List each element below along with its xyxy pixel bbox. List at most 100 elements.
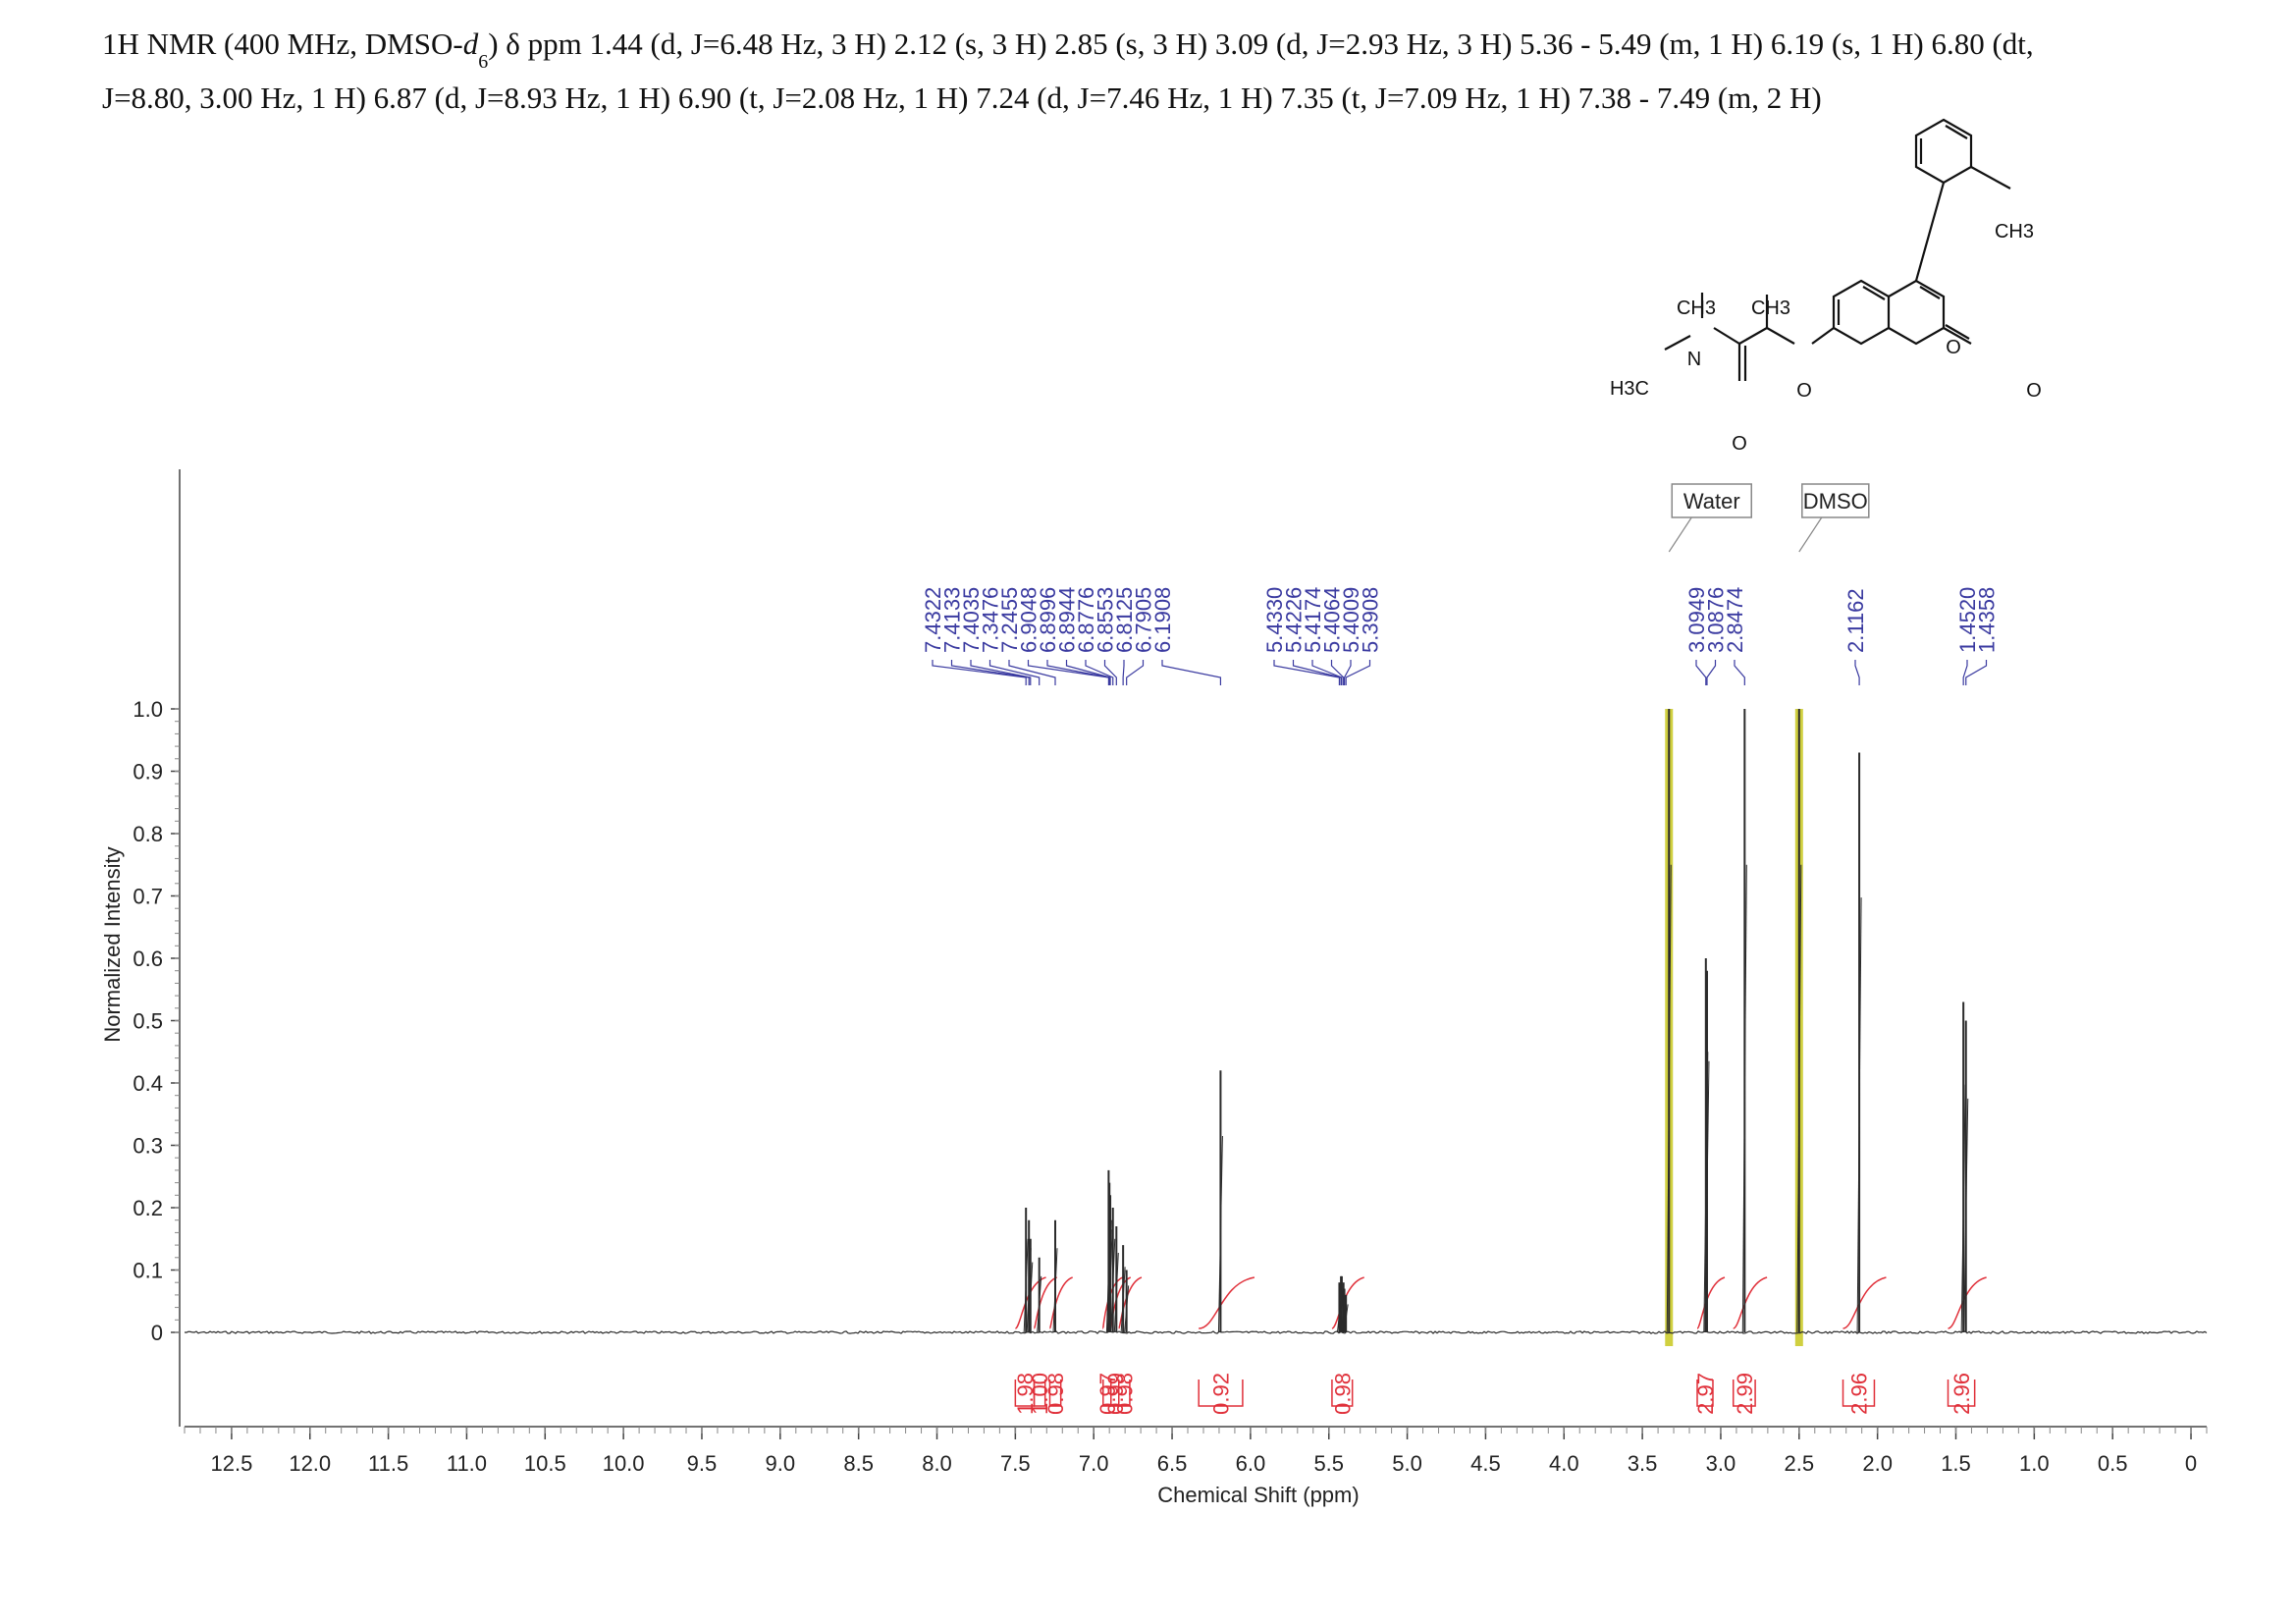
peak-label: 6.8944: [1055, 587, 1080, 653]
peak-shoulder: [1666, 864, 1672, 1333]
peak-leader: [1706, 660, 1717, 685]
x-tick-label: 1.5: [1941, 1451, 1971, 1476]
x-tick-label: 10.5: [524, 1451, 566, 1476]
peak-label: 7.4133: [940, 587, 965, 653]
x-tick-label: 2.5: [1785, 1451, 1815, 1476]
peak-shoulder: [1343, 1304, 1349, 1333]
spectrum-trace: [184, 709, 2208, 1346]
y-tick-label: 0.3: [133, 1134, 163, 1159]
tolyl-ring: [1914, 118, 1973, 185]
integral-label: 2.97: [1693, 1373, 1718, 1415]
peak-label: 7.3476: [979, 587, 1003, 653]
x-tick-label: 8.0: [922, 1451, 952, 1476]
y-tick-label: 0.4: [133, 1071, 163, 1096]
peak-leader: [1126, 660, 1145, 685]
y-tick-label: 0.2: [133, 1196, 163, 1220]
peak-label: 3.0949: [1684, 587, 1709, 653]
peak-leader: [1695, 660, 1707, 685]
x-tick-label: 12.0: [289, 1451, 331, 1476]
integral-curve: [1199, 1276, 1255, 1329]
x-tick-label: 7.0: [1079, 1451, 1109, 1476]
peak-label: 7.2455: [997, 587, 1022, 653]
x-tick-label: 9.0: [766, 1451, 796, 1476]
integral-label: 1.00: [1028, 1373, 1052, 1415]
molecule-label: CH3: [1995, 221, 2034, 243]
x-tick-label: 6.5: [1157, 1451, 1188, 1476]
peak-shoulder: [1963, 1098, 1969, 1333]
integral-label: 0.99: [1103, 1373, 1128, 1415]
peak-label: 1.4520: [1955, 587, 1980, 653]
peak-label: 2.8474: [1723, 587, 1747, 653]
peak-labels: 7.43227.41337.40357.34767.24556.90486.89…: [921, 587, 2000, 685]
x-tick-label: 0: [2185, 1451, 2197, 1476]
peak-leader: [970, 660, 1032, 685]
x-tick-label: 5.5: [1313, 1451, 1344, 1476]
peak-shoulder: [1124, 1285, 1130, 1333]
y-tick-label: 0.6: [133, 947, 163, 971]
peak-leader: [1854, 660, 1860, 685]
peak-shoulder: [1856, 897, 1862, 1333]
peak-label: 6.8553: [1094, 587, 1118, 653]
integral-label: 2.96: [1949, 1373, 1974, 1415]
peak-shoulder: [1037, 1275, 1042, 1333]
solvent-tag-box: [1671, 483, 1753, 518]
x-tick-label: 3.5: [1628, 1451, 1658, 1476]
integral-label: 0.98: [1043, 1373, 1068, 1415]
peak-leader: [1273, 660, 1341, 685]
integral-curve: [1733, 1276, 1768, 1329]
molecule-label: H3C: [1610, 378, 1649, 400]
x-tick-label: 4.5: [1470, 1451, 1501, 1476]
y-axis-title: Normalized Intensity: [100, 846, 125, 1042]
peak-label: 1.4358: [1975, 587, 2000, 653]
solvent-tag-box: [1801, 483, 1870, 518]
molecule-label: O: [1796, 380, 1812, 402]
integral-bracket: [1696, 1380, 1714, 1407]
molecule-label: O: [1946, 337, 1961, 358]
peak-shoulder: [1052, 1248, 1058, 1333]
integral-bracket: [1732, 1380, 1756, 1407]
solvent-tag-label: Water: [1683, 489, 1740, 514]
peak-leader: [1046, 660, 1110, 685]
peak-leader: [1965, 660, 1988, 685]
solvent-tag-leader: [1668, 516, 1692, 553]
peak-shoulder: [1796, 864, 1802, 1333]
y-tick-label: 0.9: [133, 760, 163, 784]
peak-leader: [1027, 660, 1109, 685]
x-axis-title: Chemical Shift (ppm): [1157, 1483, 1359, 1507]
peak-leader: [1065, 660, 1111, 685]
peak-leader: [1292, 660, 1342, 685]
x-tick-label: 3.0: [1706, 1451, 1736, 1476]
integral-curve: [1696, 1276, 1726, 1329]
x-tick-label: 2.0: [1862, 1451, 1893, 1476]
integral-label: 0.98: [1112, 1373, 1137, 1415]
peak-label: 6.7905: [1132, 587, 1156, 653]
molecule-label: CH3: [1677, 298, 1716, 319]
peak-leader: [1343, 660, 1352, 685]
integral-label: 2.99: [1733, 1373, 1757, 1415]
integral-label: 0.98: [1330, 1373, 1355, 1415]
peak-label: 6.8776: [1074, 587, 1098, 653]
peak-label: 6.9048: [1017, 587, 1041, 653]
integral-bracket: [1033, 1380, 1046, 1407]
y-tick-label: 0.1: [133, 1259, 163, 1283]
peak-label: 5.4064: [1320, 587, 1345, 653]
peak-leader: [1345, 660, 1371, 685]
x-tick-label: 7.5: [1000, 1451, 1031, 1476]
peak-shoulder: [1107, 1229, 1113, 1333]
peak-label: 6.8996: [1036, 587, 1060, 653]
peak-label: 7.4035: [959, 587, 984, 653]
molecule-label: O: [1732, 433, 1747, 455]
integral-bracket: [1331, 1380, 1354, 1407]
y-tick-label: 0: [151, 1321, 163, 1345]
peak-leader: [1122, 660, 1125, 685]
peak-leader: [1008, 660, 1056, 685]
y-tick-label: 0.8: [133, 822, 163, 846]
integral-curve: [1048, 1276, 1074, 1329]
peak-leader: [1161, 660, 1222, 685]
peak-shoulder: [1113, 1253, 1119, 1333]
peak-leader: [932, 660, 1027, 685]
